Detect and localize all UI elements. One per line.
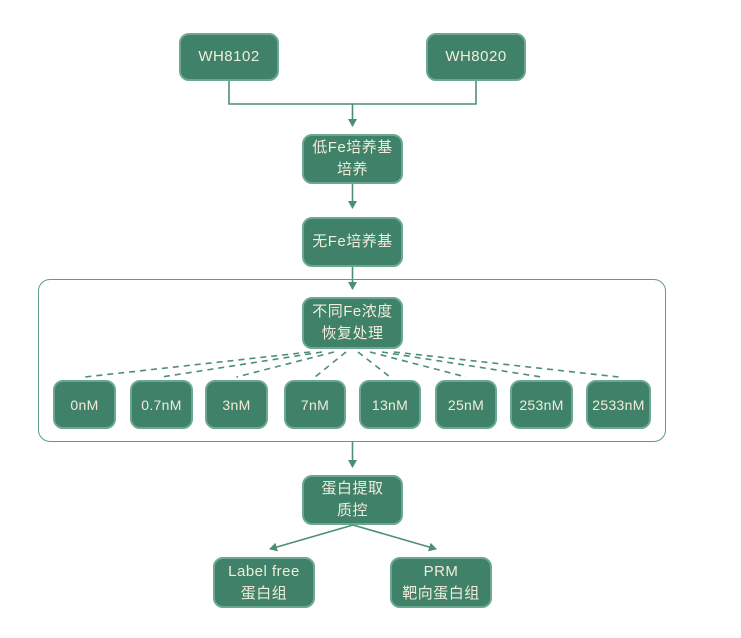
node-concentration-0nm: 0nM [53,380,116,429]
node-concentration-7nm: 7nM [284,380,346,429]
node-label-free-proteome: Label free 蛋白组 [213,557,315,608]
node-concentration-25nm: 25nM [435,380,497,429]
node-concentration-0.7nm: 0.7nM [130,380,193,429]
edge-strains-merge [228,81,477,105]
node-label-line1: 低Fe培养基 [312,139,393,156]
node-protein-extraction-qc: 蛋白提取 质控 [302,475,403,525]
node-no-fe-medium: 无Fe培养基 [302,217,403,267]
node-concentration-3nm: 3nM [205,380,268,429]
node-label-line1: 不同Fe浓度 [312,303,393,320]
node-label-line2: 质控 [336,502,368,519]
node-concentration-13nm: 13nM [359,380,421,429]
edge-recovery-to-0nm [84,351,311,378]
edge-protein-to-labelfree [269,524,354,552]
node-concentration-253nm: 253nM [510,380,573,429]
edge-protein-to-prm [352,524,437,552]
node-label-line2: 培养 [336,161,368,178]
node-label-line1: PRM [423,562,459,580]
node-label-line1: 蛋白提取 [321,480,384,497]
edge-recovery-to-2533nm [393,351,619,378]
node-strain-wh8020: WH8020 [426,33,526,81]
edge-recovery-to-13nm [357,351,391,378]
node-label-line2: 恢复处理 [321,325,384,342]
recovery-group-box [38,279,666,442]
edge-recovery-to-0.7nm [161,351,323,378]
node-label: 0nM [70,396,99,413]
node-label: 0.7nM [141,396,182,413]
node-label: 3nM [222,396,251,413]
node-label: 7nM [300,396,330,413]
node-label: WH8020 [445,48,507,65]
node-fe-recovery-treatment: 不同Fe浓度 恢复处理 [302,297,403,349]
edge-recovery-to-7nm [314,351,347,378]
node-label: WH8102 [198,48,260,65]
node-label-line2: 蛋白组 [240,584,288,602]
node-strain-wh8102: WH8102 [179,33,279,81]
node-prm-targeted-proteome: PRM 靶向蛋白组 [390,557,492,608]
node-concentration-2533nm: 2533nM [586,380,651,429]
edge-recovery-to-25nm [369,351,467,378]
node-label: 2533nM [592,396,645,413]
edge-recovery-to-3nm [236,351,335,378]
node-label: 25nM [447,396,485,413]
node-label: 无Fe培养基 [312,233,393,250]
edge-recovery-to-253nm [381,351,542,378]
node-label-line1: Label free [228,562,300,580]
node-low-fe-medium: 低Fe培养基 培养 [302,134,403,184]
node-label: 253nM [519,396,564,413]
node-label-line2: 靶向蛋白组 [402,584,480,602]
node-label: 13nM [371,396,409,413]
